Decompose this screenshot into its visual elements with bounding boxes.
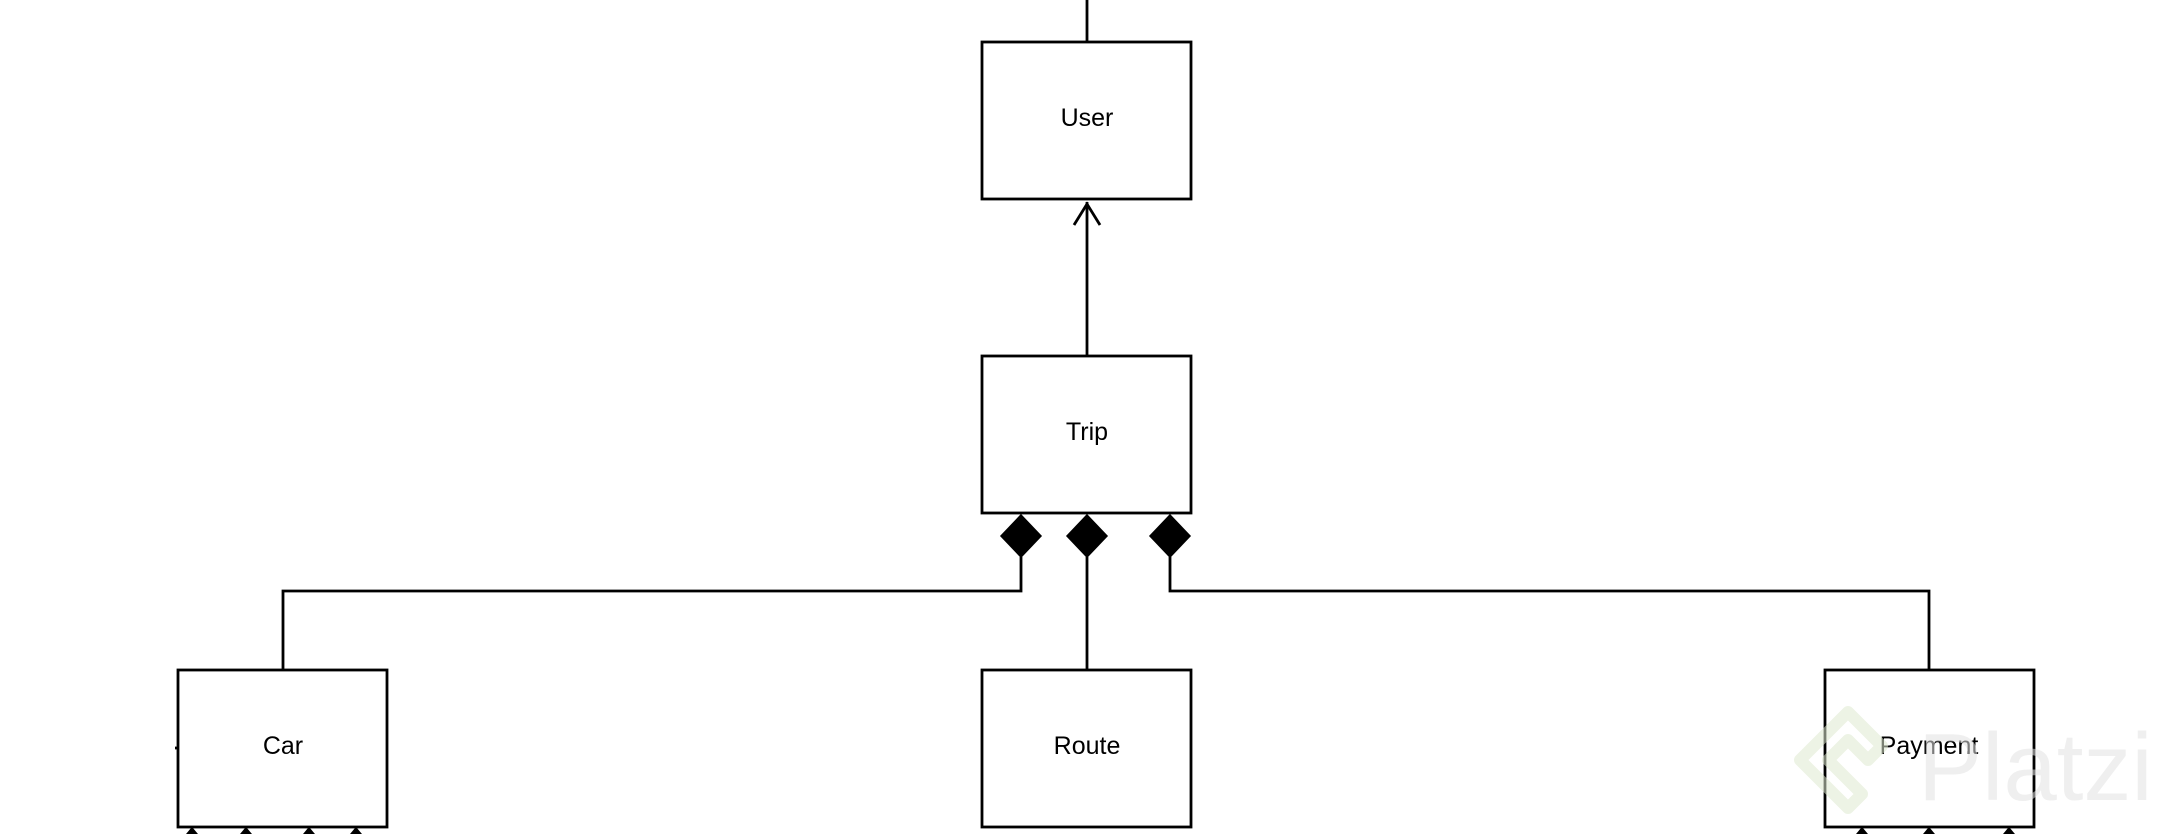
triangle-arrowhead-icon — [186, 826, 198, 834]
triangle-arrowhead-icon — [240, 826, 252, 834]
payment-subclass-arrowheads — [1856, 826, 2015, 834]
car-subclass-arrowheads — [186, 826, 362, 834]
class-box-trip[interactable]: Trip — [980, 354, 1193, 515]
triangle-arrowhead-icon — [2003, 826, 2015, 834]
open-arrowhead-icon — [1072, 201, 1102, 226]
class-label-car: Car — [263, 732, 303, 760]
class-label-route: Route — [1054, 732, 1121, 760]
triangle-arrowhead-icon — [350, 826, 362, 834]
class-label-payment: Payment — [1880, 732, 1979, 760]
platzi-logo-icon — [1794, 706, 1888, 814]
class-label-user: User — [1061, 104, 1114, 132]
triangle-arrowhead-icon — [1856, 826, 1868, 834]
composition-car-trip-line — [281, 557, 1023, 670]
triangle-arrowhead-icon — [303, 826, 315, 834]
composition-diamond-icon-route — [1065, 513, 1109, 559]
class-box-route[interactable]: Route — [980, 668, 1193, 829]
platzi-watermark: Platzi — [1794, 706, 2153, 821]
watermark-text: Platzi — [1918, 714, 2153, 821]
composition-payment-trip-line — [1168, 557, 1931, 670]
class-label-trip: Trip — [1066, 418, 1108, 446]
triangle-arrowhead-icon — [1923, 826, 1935, 834]
class-box-car[interactable]: Car — [176, 668, 389, 829]
composition-diamond-icon-car — [999, 513, 1043, 559]
composition-diamond-icon-payment — [1148, 513, 1192, 559]
class-box-user[interactable]: User — [980, 40, 1193, 201]
